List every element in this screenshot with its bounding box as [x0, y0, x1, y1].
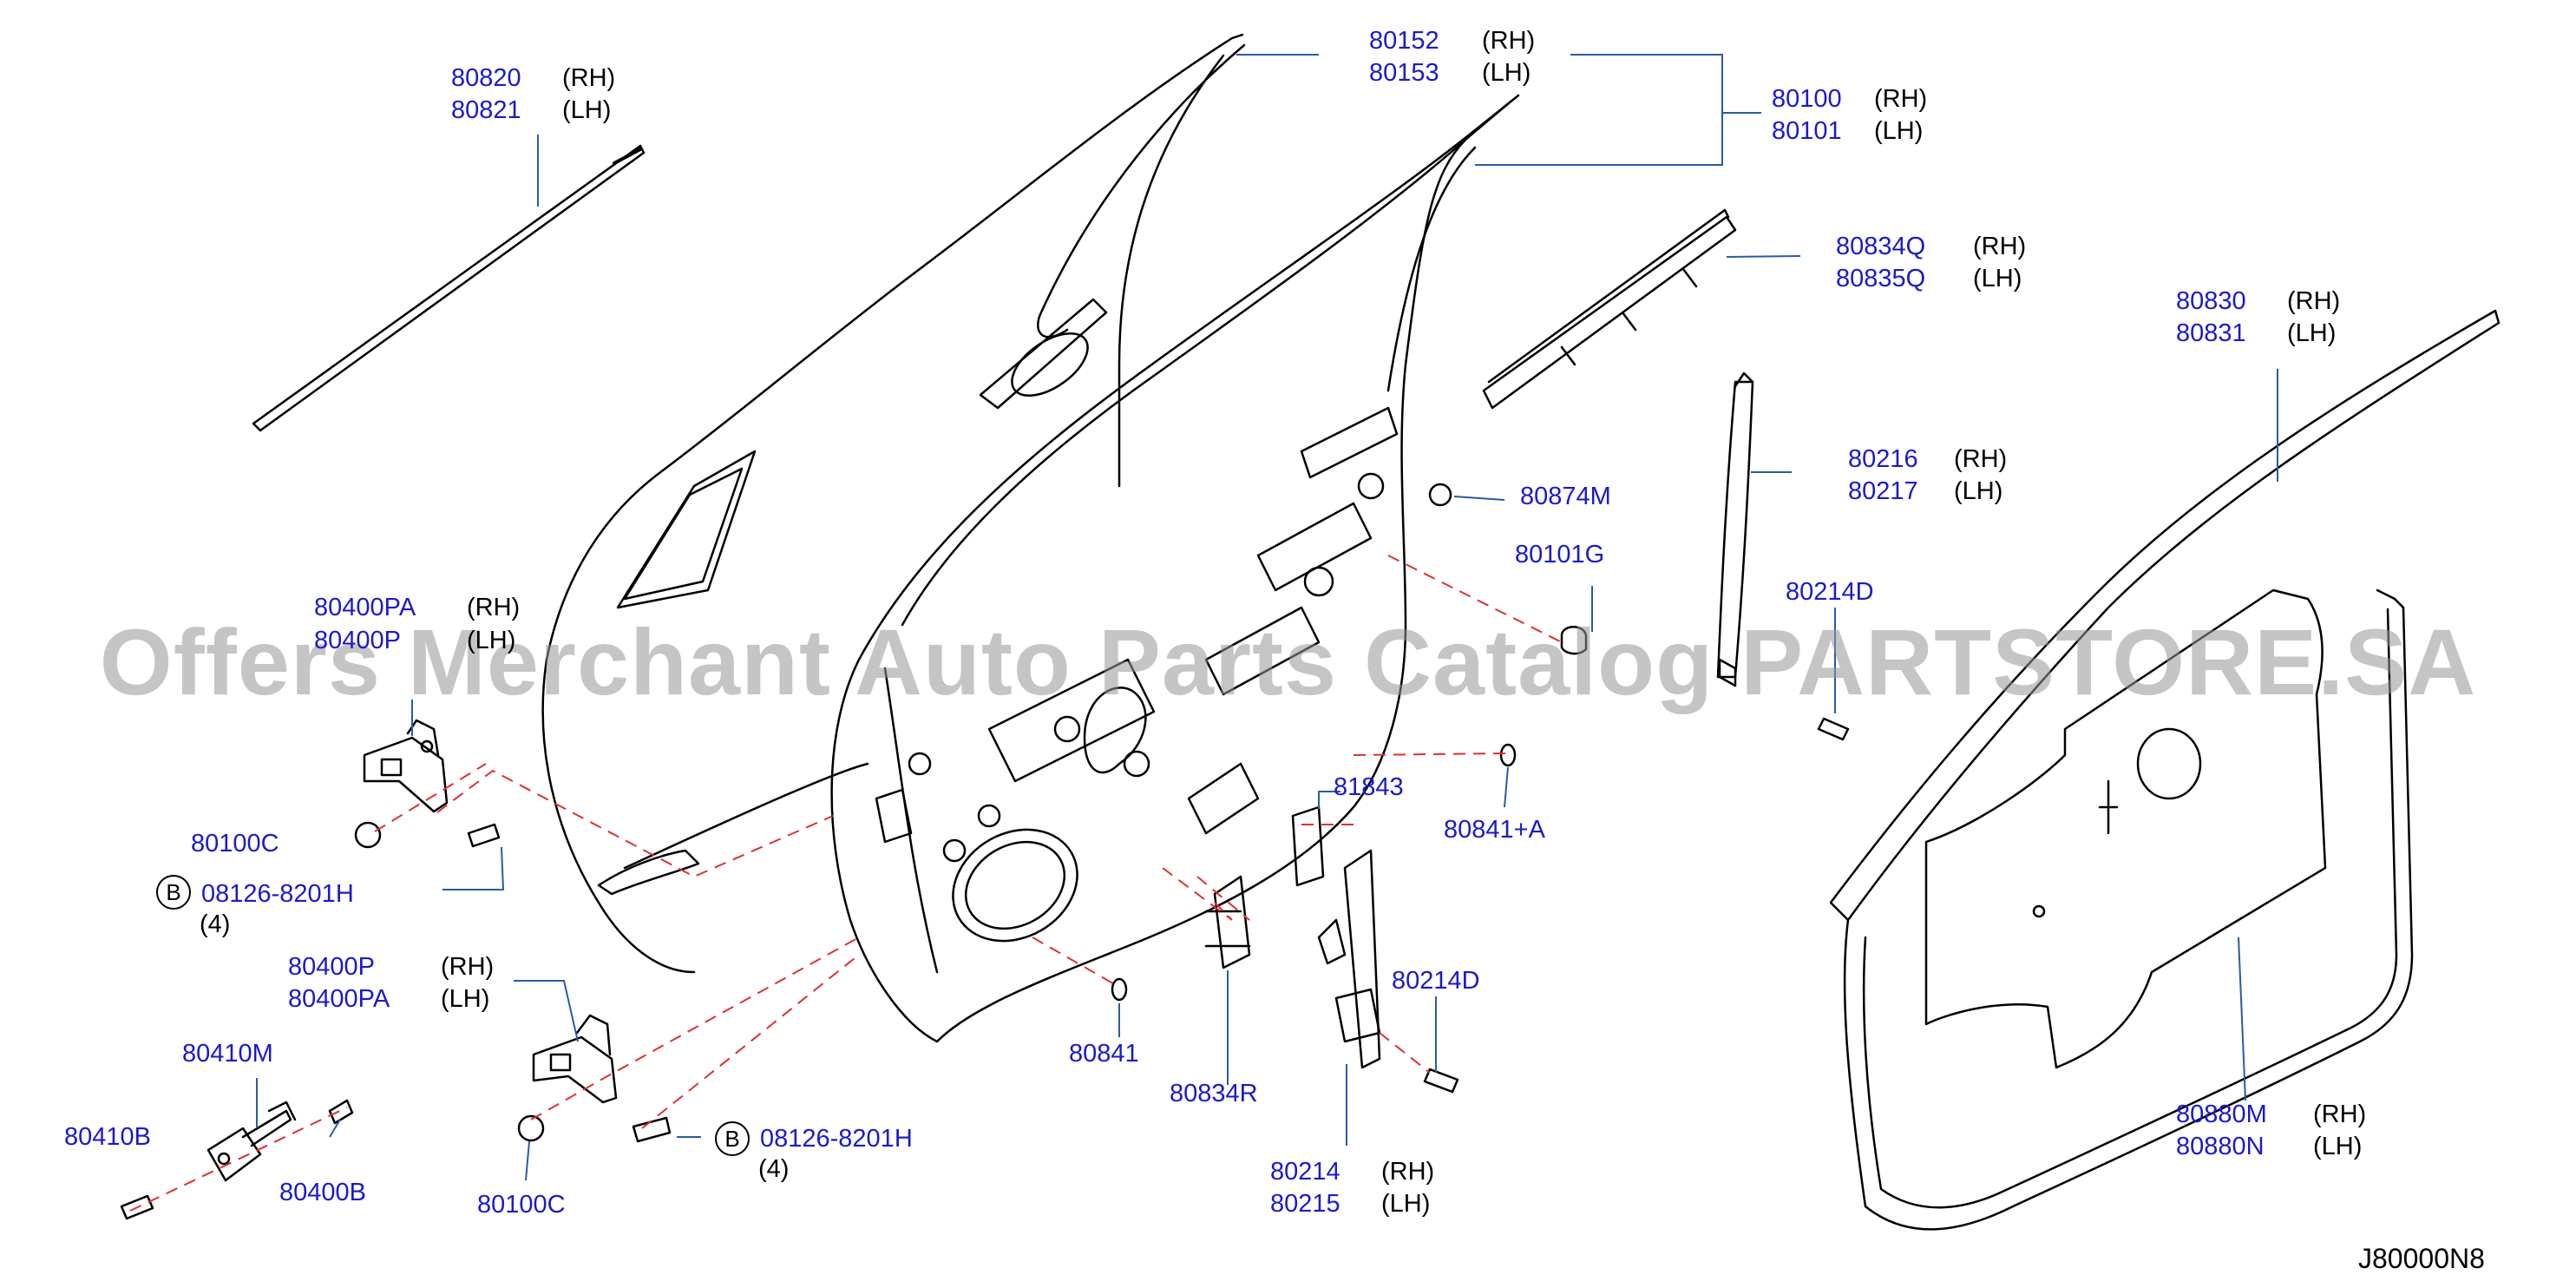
label-80874M[interactable]: 80874M — [1520, 483, 1611, 510]
label-80835Q-side: (LH) — [1973, 265, 2022, 292]
label-80100C-bottom[interactable]: 80100C — [477, 1191, 566, 1219]
door-weatherstrip-80830 — [1829, 309, 2501, 1231]
inner-weatherstrip-80834Q — [1482, 208, 1737, 410]
leader-lines — [256, 54, 2278, 1181]
nut-80100C-bottom — [517, 1114, 545, 1142]
label-80214-side: (RH) — [1381, 1158, 1435, 1186]
label-80152-side: (RH) — [1482, 27, 1536, 55]
label-80216-side: (RH) — [1954, 445, 2008, 473]
label-80835Q[interactable]: 80835Q — [1836, 265, 1926, 292]
label-80834Q[interactable]: 80834Q — [1836, 233, 1926, 260]
label-80841[interactable]: 80841 — [1069, 1040, 1139, 1068]
bolt-80410B — [120, 1194, 154, 1220]
label-80400P-bottom[interactable]: 80400P — [288, 953, 375, 981]
label-80217-side: (LH) — [1954, 477, 2003, 505]
plug-80841A — [1499, 743, 1517, 767]
sash-channel-80216 — [1716, 371, 1754, 687]
label-80400PA-bottom[interactable]: 80400PA — [288, 985, 390, 1013]
label-80101G[interactable]: 80101G — [1515, 541, 1605, 568]
door-inner-frame — [830, 94, 1520, 1043]
label-80880M[interactable]: 80880M — [2176, 1101, 2267, 1128]
clip-80874M — [1428, 483, 1452, 507]
label-80400PA-top[interactable]: 80400PA — [314, 594, 416, 621]
label-80830[interactable]: 80830 — [2176, 287, 2246, 315]
label-80400P-bottom-side: (RH) — [441, 953, 495, 981]
label-80834R[interactable]: 80834R — [1170, 1080, 1258, 1107]
door-check-80410M — [206, 1101, 297, 1182]
circle-b-top: B — [156, 875, 191, 910]
belt-moulding-80820 — [252, 144, 646, 432]
label-80841A[interactable]: 80841+A — [1444, 816, 1545, 844]
label-80821-side: (LH) — [562, 96, 612, 124]
assembly-lines — [129, 555, 1563, 1212]
label-80400PA-top-side: (RH) — [467, 594, 521, 621]
label-80214D-top[interactable]: 80214D — [1786, 578, 1874, 606]
lower-hinge-80400P — [532, 1014, 618, 1104]
label-80821[interactable]: 80821 — [451, 96, 521, 124]
bolt-80214D-top — [1817, 717, 1850, 741]
nut-80100C-top — [354, 821, 382, 849]
label-80217[interactable]: 80217 — [1848, 477, 1918, 505]
label-80410B[interactable]: 80410B — [64, 1123, 151, 1151]
label-80100[interactable]: 80100 — [1772, 85, 1842, 113]
front-door-panel — [541, 33, 1246, 974]
label-08126-8201H-bottom[interactable]: 08126-8201H — [760, 1125, 913, 1153]
watermark-text: Offers Merchant Auto Parts Catalog PARTS… — [99, 609, 2477, 714]
label-81843[interactable]: 81843 — [1334, 773, 1404, 801]
label-80216[interactable]: 80216 — [1848, 445, 1918, 473]
label-80214D-bottom[interactable]: 80214D — [1392, 967, 1480, 995]
sealing-screen-80880M — [1924, 588, 2327, 1069]
circle-b-bottom: B — [715, 1121, 750, 1156]
diagram-code: J80000N8 — [2358, 1243, 2485, 1274]
label-80214[interactable]: 80214 — [1270, 1158, 1340, 1186]
bolt-08126-8201H-bottom — [632, 1116, 672, 1143]
label-80400PA-bottom-side: (LH) — [441, 985, 490, 1013]
label-80400B[interactable]: 80400B — [279, 1179, 366, 1206]
label-80400P-top-side: (LH) — [467, 627, 516, 654]
label-80101[interactable]: 80101 — [1772, 117, 1842, 145]
label-80410M[interactable]: 80410M — [182, 1040, 273, 1068]
label-80880N-side: (LH) — [2313, 1133, 2363, 1160]
label-08126-bottom-qty: (4) — [758, 1155, 790, 1183]
label-08126-top-qty: (4) — [200, 910, 231, 938]
pad-81843 — [1291, 805, 1325, 887]
bolt-08126-8201H-top — [467, 823, 501, 848]
plug-80841 — [1111, 977, 1128, 1002]
label-80831[interactable]: 80831 — [2176, 319, 2246, 347]
bolt-80214D-bottom — [1423, 1068, 1459, 1094]
label-80100-side: (RH) — [1874, 85, 1928, 113]
label-80215-side: (LH) — [1381, 1190, 1431, 1218]
label-80101-side: (LH) — [1874, 117, 1924, 145]
label-80400P-top[interactable]: 80400P — [314, 627, 401, 654]
label-80153-side: (LH) — [1482, 59, 1531, 87]
clip-80834R — [1204, 875, 1251, 969]
label-80880N[interactable]: 80880N — [2176, 1133, 2265, 1160]
label-80153[interactable]: 80153 — [1369, 59, 1439, 87]
upper-hinge-80400PA — [363, 719, 449, 813]
label-80100C-top[interactable]: 80100C — [191, 830, 279, 858]
label-80820[interactable]: 80820 — [451, 64, 521, 92]
bracket-80214 — [1317, 849, 1381, 1069]
label-80834Q-side: (RH) — [1973, 233, 2027, 260]
label-80880M-side: (RH) — [2313, 1101, 2367, 1128]
label-80830-side: (RH) — [2287, 287, 2341, 315]
label-80820-side: (RH) — [562, 64, 616, 92]
label-08126-8201H-top[interactable]: 08126-8201H — [201, 880, 354, 908]
label-80831-side: (LH) — [2287, 319, 2337, 347]
label-80215[interactable]: 80215 — [1270, 1190, 1340, 1218]
bolt-80400B — [328, 1099, 354, 1125]
label-80152[interactable]: 80152 — [1369, 27, 1439, 55]
grommet-80101G — [1560, 626, 1588, 655]
